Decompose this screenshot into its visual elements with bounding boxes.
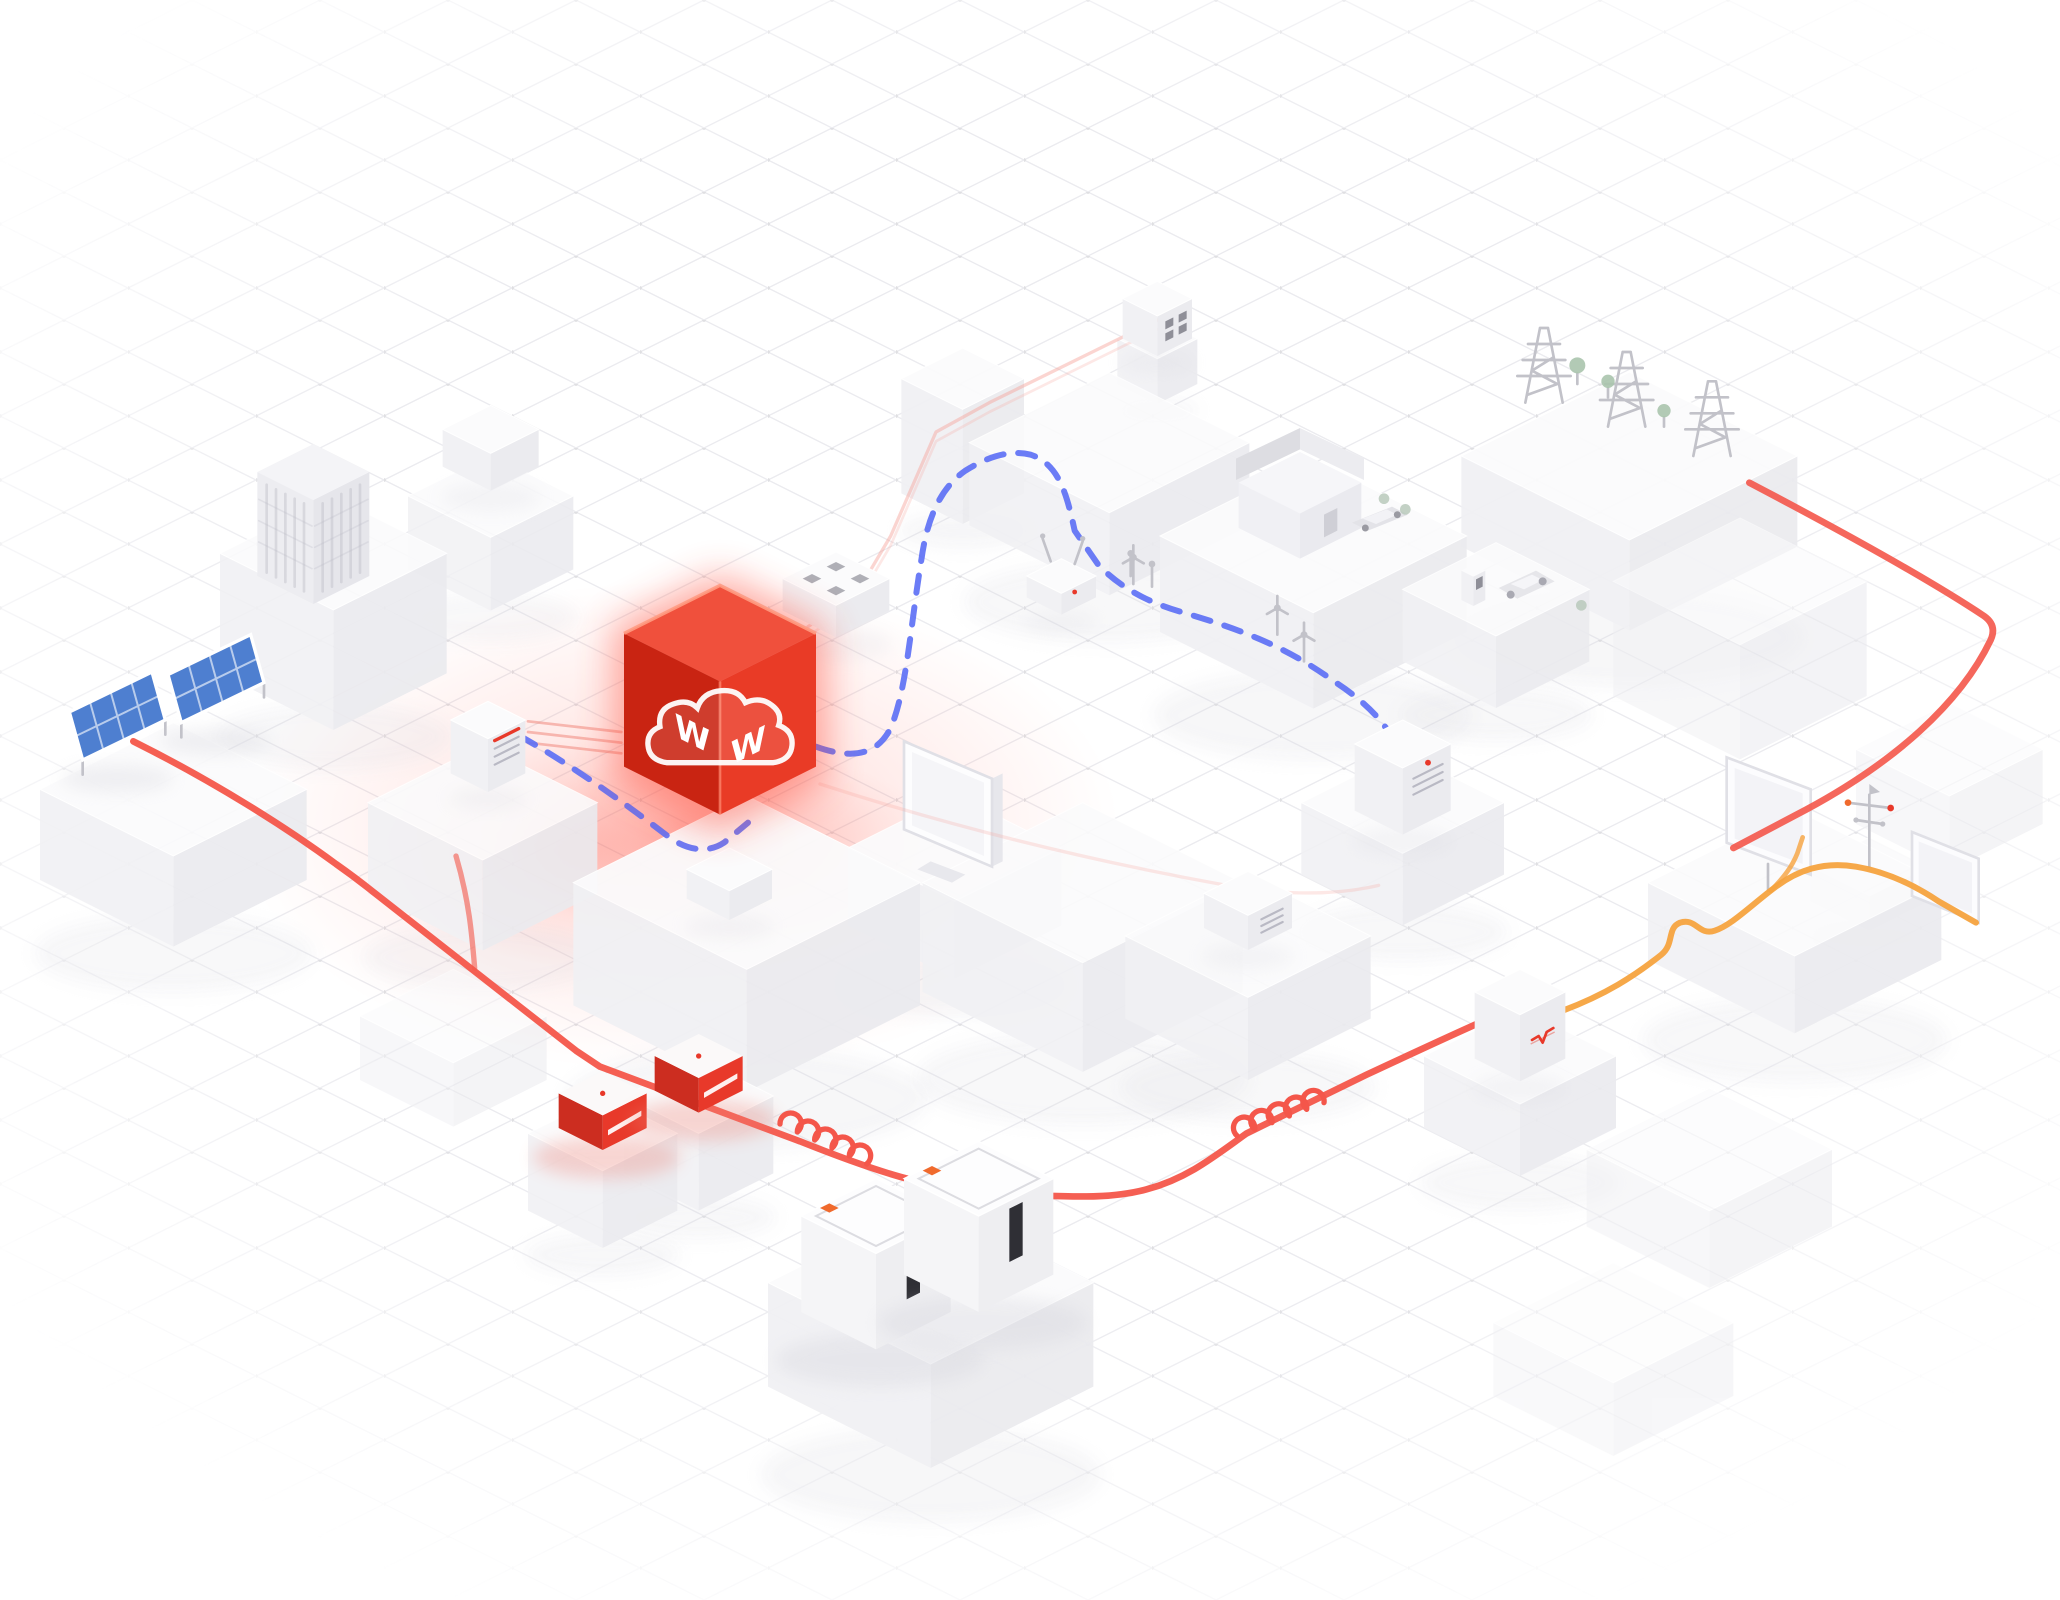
cloud-platform-cube: W W <box>613 573 827 834</box>
ev-charging-station <box>1461 564 1555 606</box>
control-cabinet-slats <box>492 727 521 766</box>
tree-icon <box>1378 493 1390 504</box>
data-link <box>517 733 751 853</box>
connection-lines <box>129 318 1997 1200</box>
desktop-monitor <box>902 739 1003 883</box>
grid-charger-glyph <box>1530 1026 1555 1045</box>
junction-box <box>684 847 775 940</box>
pylon-icon <box>1516 326 1572 404</box>
car <box>1352 506 1408 532</box>
barn <box>440 404 542 512</box>
hero-devices: W W <box>533 573 1087 1387</box>
wind-turbine-icon <box>1265 594 1290 636</box>
lamp-icon <box>1148 560 1156 588</box>
storage-unit-b <box>878 1140 1087 1350</box>
pylon-icon <box>1684 380 1740 458</box>
transmission-towers <box>1516 326 1740 458</box>
ac-coupling-line <box>1559 862 1979 1014</box>
device-details <box>492 310 1555 1045</box>
grid-power-line <box>1730 479 1997 852</box>
smart-meter <box>1120 280 1194 374</box>
wifi-router <box>1024 558 1098 632</box>
roof <box>1236 428 1300 480</box>
cloud-logo-icon <box>645 687 795 766</box>
wind-turbine-icon <box>1121 543 1146 586</box>
wind-turbines <box>1121 543 1316 663</box>
trees <box>1378 357 1671 611</box>
cube-right-face <box>720 633 816 815</box>
unit-accent-square <box>820 1203 839 1213</box>
platform-block <box>33 722 314 994</box>
platform-block <box>1398 542 1594 743</box>
energy-meter <box>1201 870 1295 970</box>
unit-slot <box>1009 1202 1023 1262</box>
grid-charger <box>1472 968 1568 1102</box>
ac-coupling-branch <box>1768 834 1805 893</box>
energy-meter-vents <box>1260 907 1284 934</box>
platform-block <box>1492 1262 1735 1456</box>
inductor-coil-b <box>1230 1087 1327 1139</box>
office-building <box>257 444 370 604</box>
tree-icon <box>1576 600 1587 611</box>
tree-icon <box>1569 357 1586 386</box>
feeder-line-faint <box>818 782 1381 895</box>
tree-icon <box>1601 374 1615 399</box>
control-cabinet <box>448 700 528 810</box>
battery-label <box>704 1073 738 1098</box>
platform-block <box>1612 517 1868 760</box>
distribution-panel-windows <box>802 562 870 596</box>
unit-accent-square <box>922 1166 942 1176</box>
wind-turbine-icon <box>1292 621 1316 663</box>
platform-block <box>362 744 604 992</box>
power-branch-line <box>453 853 478 971</box>
inductor-coil-a <box>777 1110 874 1167</box>
weather-station <box>1844 784 1894 868</box>
keyboard <box>917 861 966 883</box>
battery-cabinet <box>1352 719 1454 856</box>
wifi-router-antennas <box>1040 533 1086 595</box>
tree-icon <box>1657 404 1671 428</box>
smart-meter-display <box>1165 310 1187 342</box>
charger-screen <box>1476 576 1483 590</box>
wall-battery-a <box>533 1071 680 1179</box>
cabinet-cube-wires <box>526 719 623 755</box>
tree-icon <box>1400 504 1411 515</box>
cube-left-face <box>624 633 720 815</box>
battery-cabinet-vents <box>1412 759 1444 796</box>
pylon-icon <box>1598 350 1655 428</box>
door <box>1324 508 1338 538</box>
roof <box>1300 428 1364 480</box>
platform-block <box>1585 1087 1834 1288</box>
control-screen-small <box>1910 830 1980 925</box>
wall-battery-b <box>629 1034 776 1142</box>
data-link <box>813 450 1395 757</box>
monitor-screen <box>912 752 984 856</box>
